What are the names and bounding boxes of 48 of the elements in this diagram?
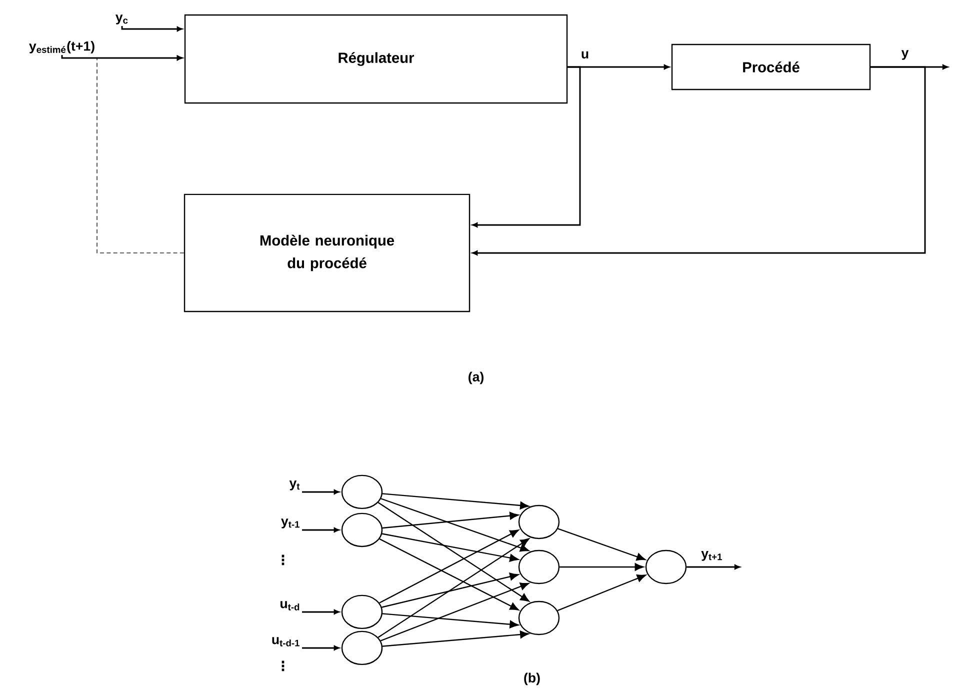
- arrow: [472, 66, 926, 256]
- panel-label: (b): [524, 672, 540, 686]
- panel-label: (a): [468, 372, 484, 384]
- process-box: Régulateur: [184, 14, 568, 104]
- signal-label: y$_{c}$: [116, 14, 128, 24]
- arrow: [558, 528, 646, 561]
- neuron-circle: [645, 550, 687, 584]
- vertical-ellipsis: ⋮: [282, 660, 284, 672]
- arrow: [380, 582, 530, 642]
- arrow: [382, 630, 530, 647]
- process-box: Procédé: [671, 44, 871, 90]
- arrow: [560, 563, 644, 571]
- signal-label: y$_{estimé}$(t+1): [29, 40, 94, 54]
- neuron-circle: [341, 630, 383, 666]
- edge-label: y: [900, 48, 910, 62]
- neuron-circle: [341, 512, 383, 548]
- arrow: [382, 493, 530, 510]
- arrow: [379, 530, 519, 604]
- arrow: [472, 66, 581, 228]
- neuron-circle: [341, 474, 383, 510]
- arrow: [378, 502, 530, 602]
- arrow: [302, 528, 340, 532]
- arrow: [121, 26, 182, 32]
- arrow: [302, 610, 340, 614]
- model-box: Modèle neuronique du procédé: [184, 194, 470, 312]
- edge-label: u: [580, 50, 590, 60]
- vertical-ellipsis: ⋮: [282, 554, 284, 566]
- signal-label: y$_{t-1}$: [281, 518, 300, 528]
- arrow: [96, 55, 184, 254]
- neuron-circle: [518, 504, 560, 540]
- arrow: [382, 512, 519, 529]
- arrow: [382, 572, 519, 608]
- arrow: [557, 574, 646, 612]
- arrow: [686, 564, 740, 570]
- signal-label: u$_{t-d-1}$: [272, 637, 300, 646]
- neuron-circle: [518, 550, 560, 584]
- arrow: [302, 490, 340, 494]
- edge-label: y$_{t+1}$: [700, 550, 724, 562]
- neuron-circle: [518, 600, 560, 636]
- neuron-circle: [341, 594, 383, 630]
- signal-label: y$_{t}$: [289, 480, 300, 490]
- arrow: [380, 498, 530, 552]
- signal-label: u$_{t-d}$: [280, 601, 300, 610]
- arrow: [382, 533, 519, 562]
- arrow: [379, 538, 519, 610]
- arrow: [302, 646, 340, 650]
- arrow: [382, 613, 519, 628]
- arrow: [378, 538, 530, 638]
